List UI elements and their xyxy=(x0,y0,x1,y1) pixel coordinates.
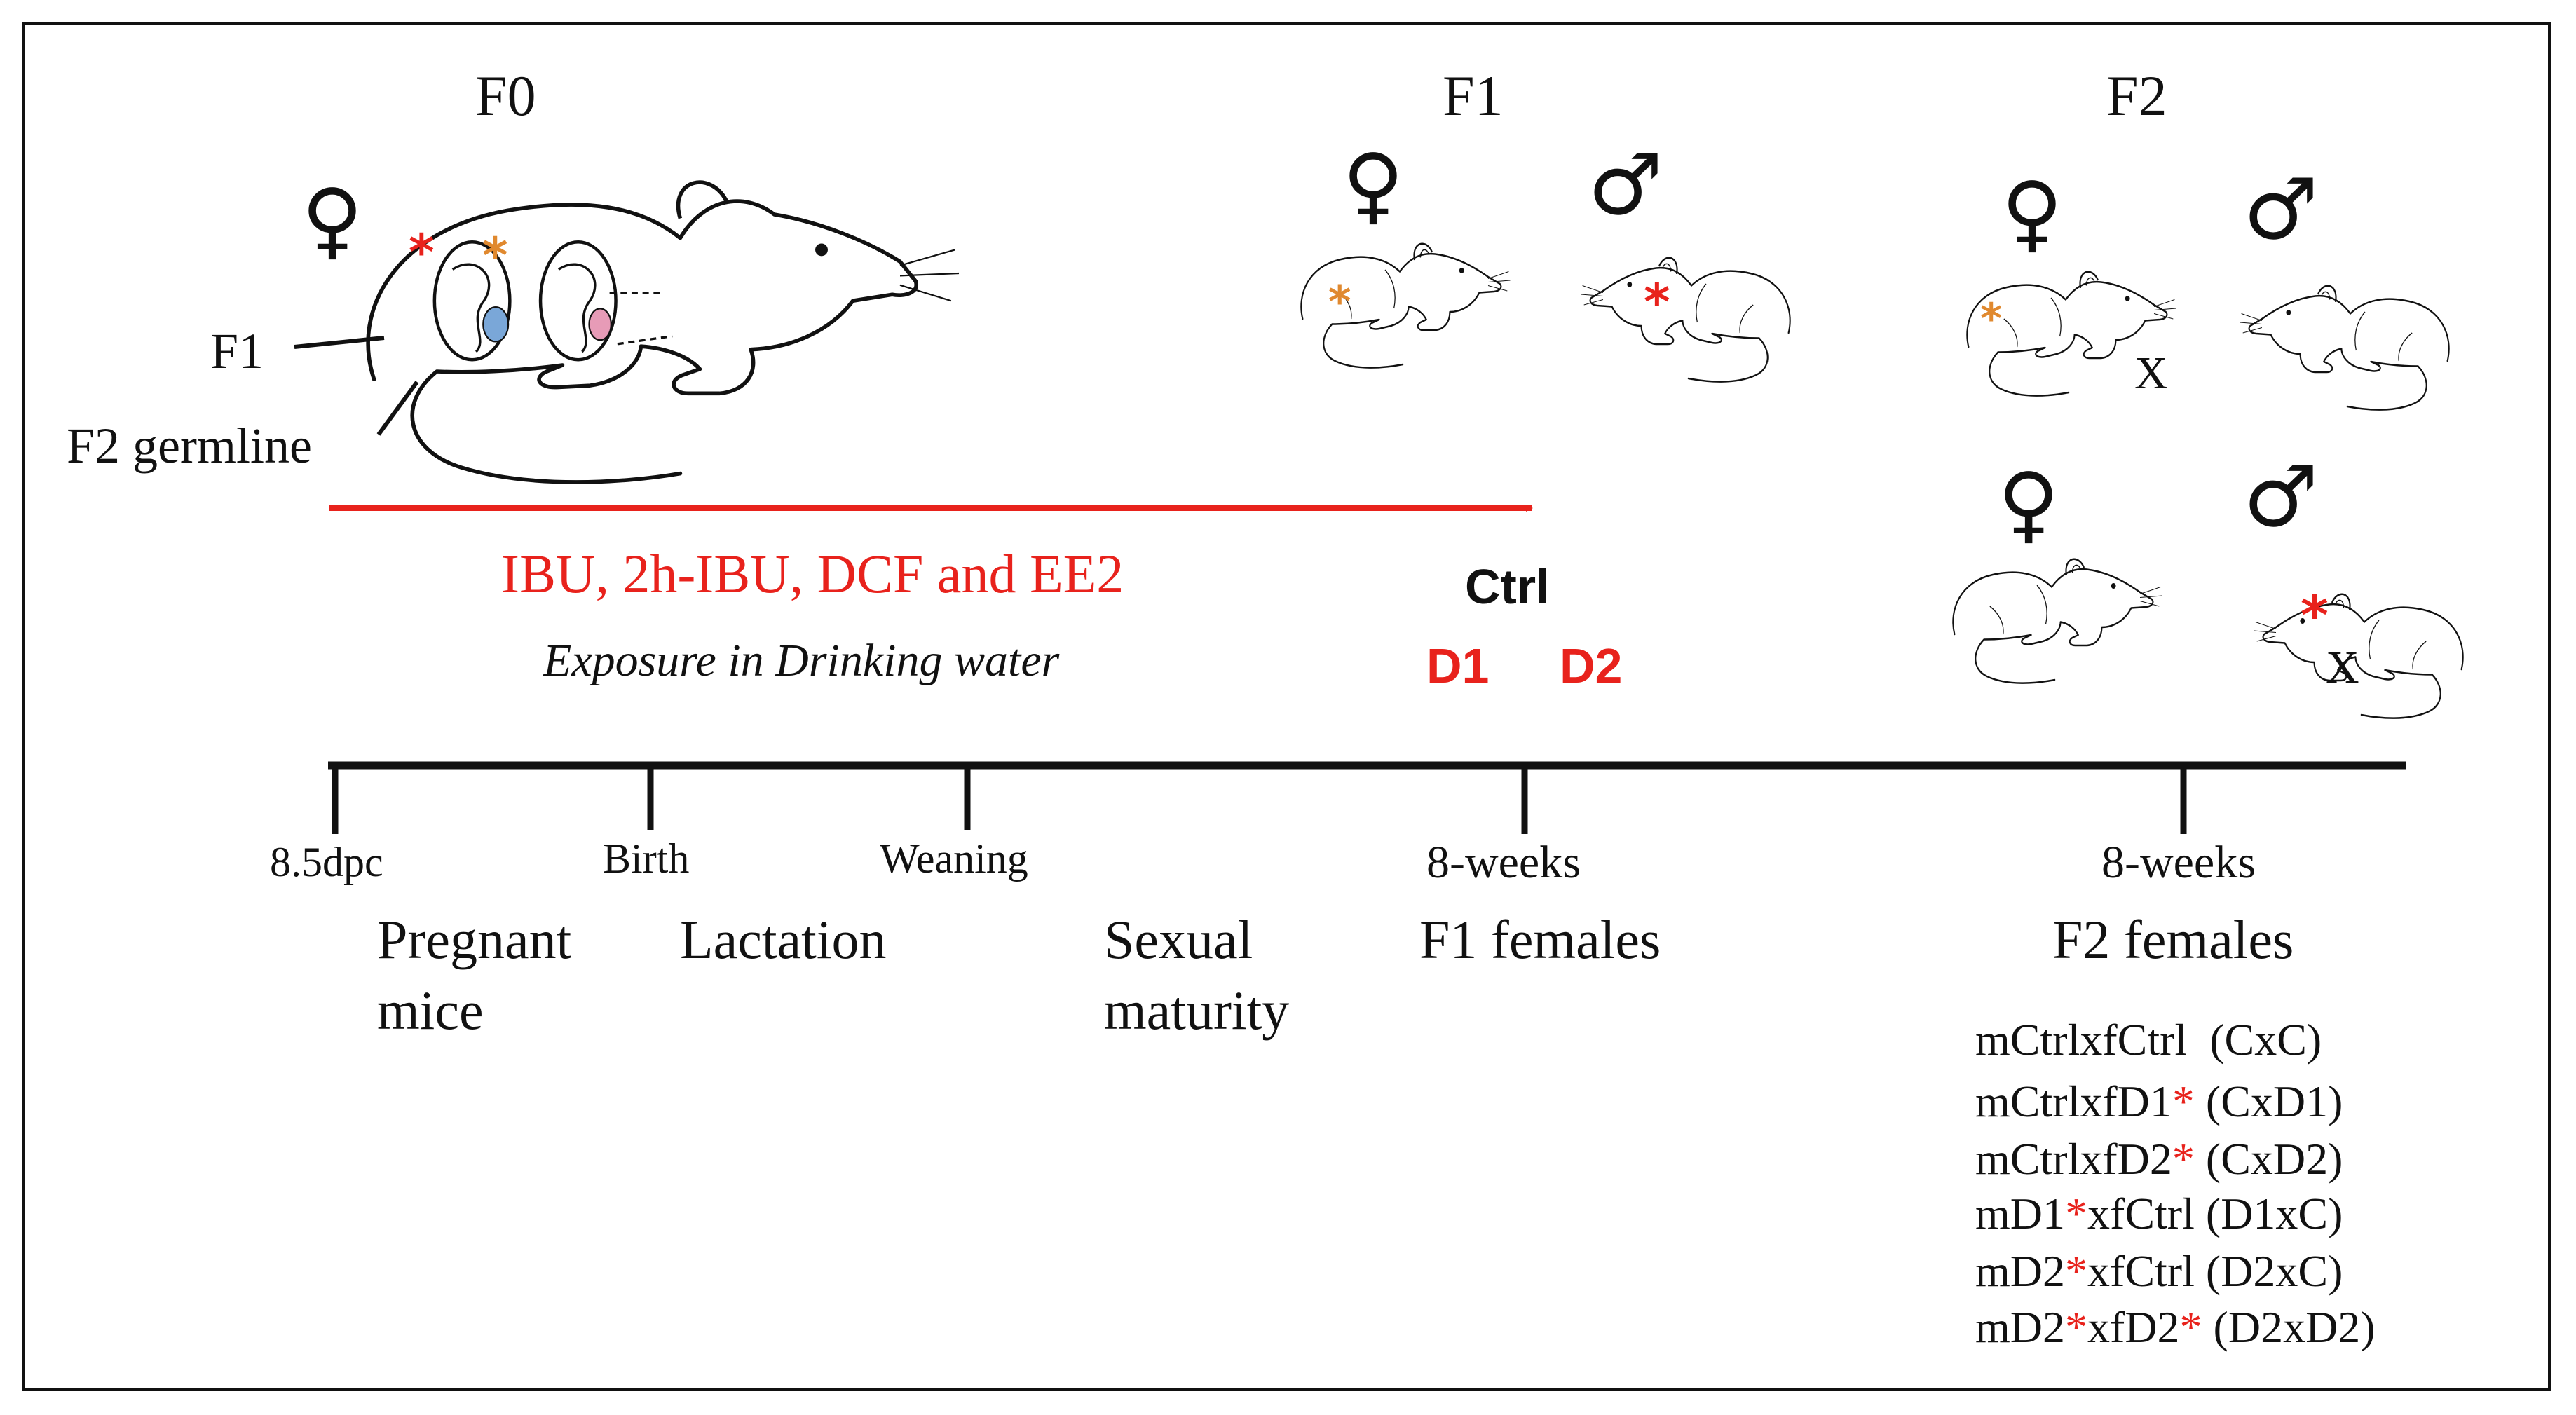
f0-pregnant-mouse xyxy=(366,180,960,484)
f2-male-mouse-top xyxy=(2239,285,2450,411)
group-ctrl-label: Ctrl xyxy=(1465,559,1550,614)
cross-row: mD2*xfD2* (D2xD2) xyxy=(1975,1305,2376,1350)
cross-code: (D2xD2) xyxy=(2202,1302,2376,1352)
cross-pre: mCtrlxfCtrl xyxy=(1975,1015,2188,1065)
f1-female-asterisk: * xyxy=(1328,276,1351,327)
cross-pre: mCtrlxfD1 xyxy=(1975,1076,2172,1126)
phase-sexual-maturity: Sexual maturity xyxy=(1104,904,1289,1046)
cross-mark: * xyxy=(2172,1076,2195,1126)
cross-pre: mCtrlxfD2 xyxy=(1975,1134,2172,1184)
cross-row: mCtrlxfD2* (CxD2) xyxy=(1975,1137,2343,1182)
phase-pregnant-line-2: mice xyxy=(377,980,484,1041)
cross-mid: xfD2 xyxy=(2087,1302,2180,1352)
f2-germline-annotation-label: F2 germline xyxy=(67,418,312,474)
tick-label-weaning: Weaning xyxy=(880,835,1028,882)
f1-male-mouse xyxy=(1580,257,1791,383)
cross-mark: * xyxy=(2065,1246,2087,1296)
cross-code: (D1xC) xyxy=(2194,1189,2343,1238)
cross-code: (CxD1) xyxy=(2194,1076,2343,1126)
f0-female-symbol-icon: ♀ xyxy=(301,172,363,269)
cross-mid: xfCtrl xyxy=(2087,1189,2195,1238)
cross-mark: * xyxy=(2065,1189,2087,1238)
cross-pre: mD2 xyxy=(1975,1246,2065,1296)
f2-male-symbol-icon-top: ♂ xyxy=(2243,161,2319,259)
tick-label-birth: Birth xyxy=(603,835,690,882)
generation-f1-label: F1 xyxy=(1443,64,1504,128)
cross-row: mCtrlxfCtrl (CxC) xyxy=(1975,1018,2322,1062)
f2-female-symbol-icon-top: ♀ xyxy=(2001,165,2063,262)
cross-row: mD1*xfCtrl (D1xC) xyxy=(1975,1191,2343,1236)
f2-female-symbol-icon-bottom: ♀ xyxy=(1998,456,2059,553)
tick-label-f2-8-weeks: 8-weeks xyxy=(2101,837,2256,888)
f2-male-asterisk: * xyxy=(2301,584,2329,646)
f1-male-asterisk: * xyxy=(1644,273,1670,331)
f2-female-mouse-bottom xyxy=(1952,558,2163,684)
f2-female-asterisk: * xyxy=(1980,294,2003,343)
cross-code: (D2xC) xyxy=(2194,1246,2343,1296)
cross-code: (CxC) xyxy=(2187,1015,2322,1065)
exposure-route-label: Exposure in Drinking water xyxy=(543,635,1060,686)
tick-label-f1-8-weeks: 8-weeks xyxy=(1426,837,1581,888)
f2-cross-symbol-bottom: X xyxy=(2326,642,2359,693)
group-d1-label: D1 xyxy=(1426,638,1490,693)
tick-label-8-5dpc: 8.5dpc xyxy=(270,839,383,885)
group-d2-label: D2 xyxy=(1560,638,1623,693)
cross-mid: xfCtrl xyxy=(2087,1246,2195,1296)
f1-embryo-marker xyxy=(482,306,510,343)
f1-pointer-line xyxy=(294,336,385,349)
phase-sexual-maturity-line-1: Sexual xyxy=(1104,909,1253,970)
cross-mark: * xyxy=(2065,1302,2087,1352)
figure-frame xyxy=(22,22,2551,1391)
cross-row: mCtrlxfD1* (CxD1) xyxy=(1975,1079,2343,1124)
generation-f2-label: F2 xyxy=(2106,64,2167,128)
cross-code: (CxD2) xyxy=(2194,1134,2343,1184)
generation-f0-label: F0 xyxy=(475,64,536,128)
cross-row: mD2*xfCtrl (D2xC) xyxy=(1975,1249,2343,1294)
f1-female-symbol-icon: ♀ xyxy=(1342,137,1404,234)
f1-male-symbol-icon: ♂ xyxy=(1588,137,1663,234)
phase-f2-females: F2 females xyxy=(2052,909,2294,970)
phase-lactation: Lactation xyxy=(680,909,887,970)
f1-annotation-label: F1 xyxy=(210,323,264,379)
cross-mark: * xyxy=(2179,1302,2202,1352)
cross-pre: mD1 xyxy=(1975,1189,2065,1238)
cross-mark: * xyxy=(2172,1134,2195,1184)
phase-sexual-maturity-line-2: maturity xyxy=(1104,980,1290,1041)
cross-pre: mD2 xyxy=(1975,1302,2065,1352)
phase-pregnant-mice: Pregnant mice xyxy=(377,904,571,1046)
f0-female-lineage-asterisk: * xyxy=(482,227,508,285)
f0-male-lineage-asterisk: * xyxy=(409,224,435,281)
f2-germline-pointer-line xyxy=(376,381,419,436)
phase-f1-females: F1 females xyxy=(1419,909,1661,970)
exposure-compounds-label: IBU, 2h-IBU, DCF and EE2 xyxy=(501,543,1124,604)
f2-male-symbol-icon-bottom: ♂ xyxy=(2243,449,2319,546)
phase-pregnant-line-1: Pregnant xyxy=(377,909,572,970)
f2-cross-symbol-top: X xyxy=(2134,348,2168,399)
f2-germline-marker xyxy=(588,308,612,341)
